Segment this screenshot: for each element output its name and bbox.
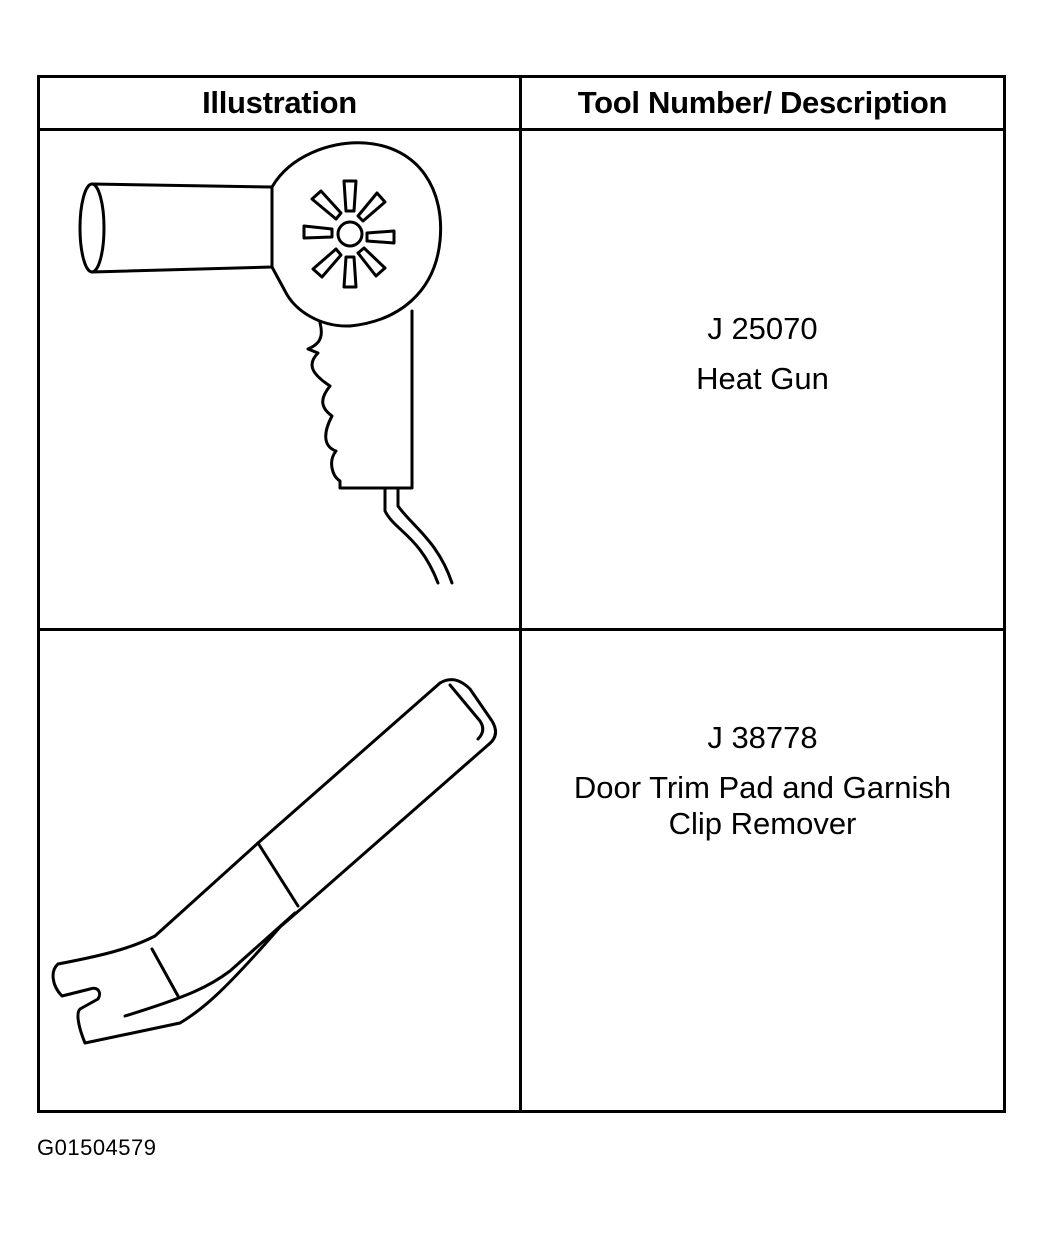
header-illustration: Illustration — [202, 85, 357, 120]
tool-number: J 38778 — [707, 720, 818, 755]
row-1-description: J 25070 Heat Gun — [522, 131, 1003, 576]
figure-id: G01504579 — [37, 1135, 157, 1160]
tool-description-line: Heat Gun — [696, 360, 829, 396]
tool-description-line: Clip Remover — [668, 806, 857, 841]
row-1-illustration — [40, 131, 519, 628]
row-2-description: J 38778 Door Trim Pad and Garnish Clip R… — [522, 631, 1003, 931]
row-2-illustration — [40, 631, 519, 1110]
row-divider — [40, 628, 1003, 631]
header-tool-description: Tool Number/ Description — [577, 85, 948, 120]
heat-gun-icon — [78, 141, 454, 585]
column-divider — [519, 78, 522, 1110]
clip-remover-icon — [51, 678, 497, 1045]
tool-table: Illustration Tool Number/ Description — [37, 75, 1006, 1113]
header-divider — [40, 128, 1003, 131]
tool-description-line: Door Trim Pad and Garnish — [573, 770, 952, 805]
tool-number: J 25070 — [707, 310, 818, 346]
